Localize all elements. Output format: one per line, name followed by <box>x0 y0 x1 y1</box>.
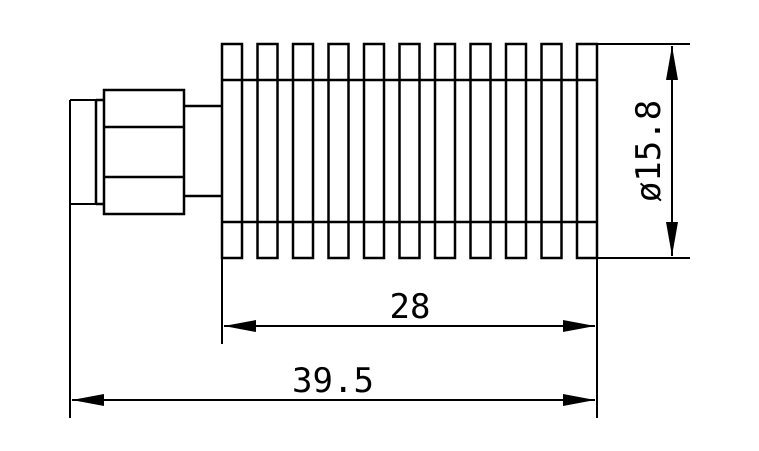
arrow-28-left <box>224 320 256 332</box>
cooling-fin <box>469 42 492 260</box>
cooling-fin <box>220 42 244 260</box>
cooling-fin <box>256 42 279 260</box>
cooling-fin <box>433 42 457 260</box>
connector-neck <box>184 104 222 198</box>
cooling-fin <box>327 42 350 260</box>
overall-length-label: 39.5 <box>292 361 374 401</box>
cooling-fin <box>362 42 386 260</box>
cooling-fin <box>540 42 563 260</box>
attenuator-body <box>220 42 599 260</box>
diameter-dimension <box>597 43 690 259</box>
connector-hex-nut <box>94 88 186 216</box>
body-length-dimension <box>221 258 598 418</box>
arrowheads <box>72 46 678 406</box>
arrow-395-right <box>563 394 595 406</box>
arrow-top <box>666 46 678 80</box>
cooling-fin <box>504 42 528 260</box>
arrow-28-right <box>563 320 595 332</box>
arrow-395-left <box>72 394 104 406</box>
cooling-fin <box>291 42 315 260</box>
cooling-fin <box>398 42 421 260</box>
arrow-bottom <box>666 222 678 256</box>
diameter-label: ø15.8 <box>629 100 669 202</box>
cooling-fin <box>575 42 599 260</box>
body-length-label: 28 <box>390 287 431 327</box>
connector-extension-lines <box>69 99 96 418</box>
